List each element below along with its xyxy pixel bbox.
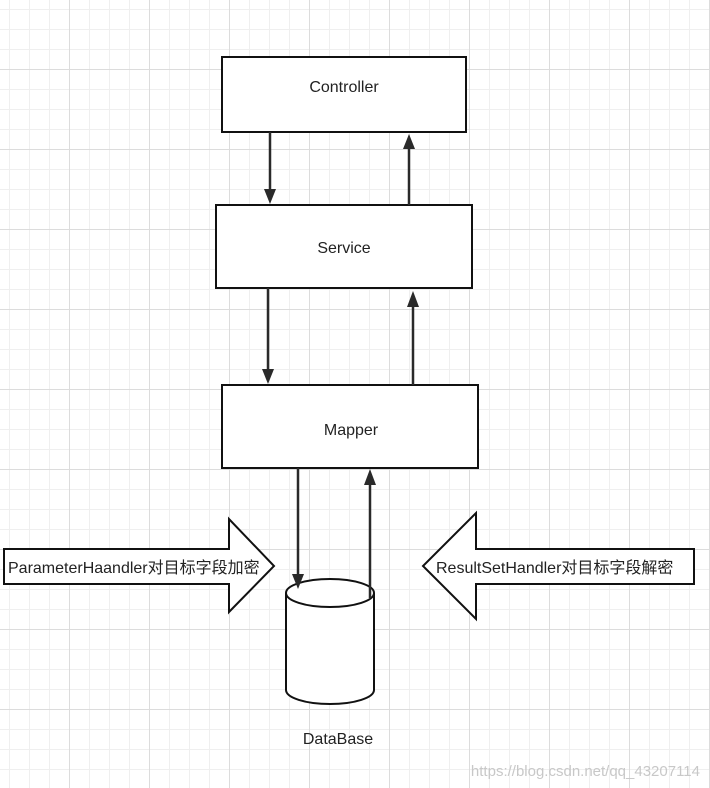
decrypt-note-label: ResultSetHandler对目标字段解密 bbox=[436, 559, 673, 577]
database-label: DataBase bbox=[303, 731, 373, 748]
database-node: DataBase bbox=[285, 578, 375, 748]
mapper-node: Mapper bbox=[221, 384, 479, 469]
controller-node: Controller bbox=[221, 56, 467, 133]
arrow-service-to-controller bbox=[403, 134, 415, 205]
service-label: Service bbox=[317, 240, 370, 257]
arrow-mapper-to-database bbox=[292, 468, 304, 589]
service-node: Service bbox=[215, 204, 473, 289]
decrypt-note-arrow: ResultSetHandler对目标字段解密 bbox=[421, 510, 695, 622]
encrypt-note-label: ParameterHaandler对目标字段加密 bbox=[8, 559, 260, 577]
controller-label: Controller bbox=[309, 79, 379, 96]
arrow-mapper-to-service bbox=[407, 291, 419, 385]
watermark-text: https://blog.csdn.net/qq_43207114 bbox=[470, 763, 700, 780]
arrow-database-to-mapper bbox=[364, 469, 376, 598]
arrow-service-to-mapper bbox=[262, 288, 274, 384]
encrypt-note-arrow: ParameterHaandler对目标字段加密 bbox=[3, 516, 276, 615]
arrow-controller-to-service bbox=[264, 132, 276, 204]
mapper-label: Mapper bbox=[324, 422, 379, 439]
